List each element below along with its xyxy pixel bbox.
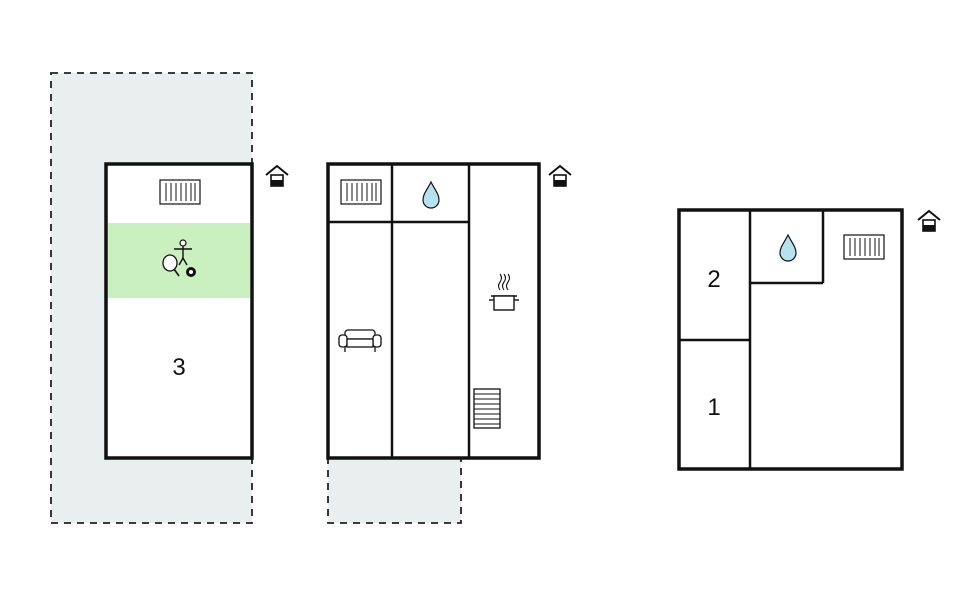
radiator-icon	[159, 179, 201, 205]
activity-zone	[108, 223, 250, 298]
entrance-icon	[917, 210, 941, 232]
entrance-icon	[548, 165, 572, 187]
room-number-1: 1	[707, 394, 720, 421]
room-interior	[328, 164, 539, 458]
terrace-area	[327, 457, 462, 524]
stairs-icon	[473, 388, 501, 429]
room-number-3: 3	[172, 354, 185, 381]
sofa-icon	[338, 329, 382, 352]
foosball-icon	[174, 239, 192, 266]
outer-wall	[326, 162, 541, 460]
floor-middle	[326, 162, 572, 524]
outer-wall	[104, 162, 254, 460]
floor-left: 3	[50, 72, 289, 524]
cooking-pot-icon	[489, 273, 519, 311]
billiard-ball-icon	[186, 267, 196, 277]
room-interior	[106, 164, 252, 458]
floor-right: 2 1	[677, 208, 941, 471]
radiator-icon	[340, 179, 382, 205]
entrance-icon	[265, 165, 289, 187]
table-tennis-icon	[162, 254, 180, 277]
room-number-2: 2	[707, 266, 720, 293]
radiator-icon	[843, 234, 885, 260]
